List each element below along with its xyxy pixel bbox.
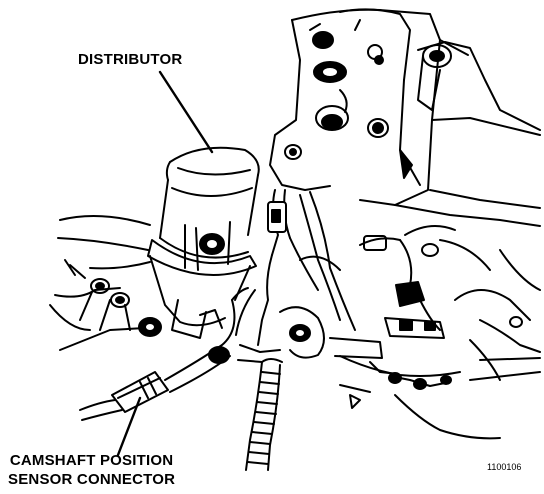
figure-number: 1100106: [487, 462, 522, 472]
camshaft-sensor-connector: [79, 287, 249, 421]
camshaft-label-line-1: CAMSHAFT POSITION: [9, 452, 174, 469]
camshaft-label-line-2: SENSOR CONNECTOR: [8, 471, 176, 488]
distributor-leader-line: [158, 70, 214, 154]
wiring-harness: [235, 189, 356, 363]
camshaft-sensor-label: CAMSHAFT POSITION SENSOR CONNECTOR: [8, 451, 175, 489]
distributor-body: [147, 146, 260, 339]
corrugated-hose: [245, 358, 283, 471]
right-components: [329, 225, 541, 440]
left-engine-area: [49, 215, 230, 364]
leader-lines: [116, 70, 214, 457]
camshaft-leader-line: [116, 396, 142, 457]
engine-bracket: [269, 8, 541, 227]
distributor-label: DISTRIBUTOR: [78, 51, 183, 68]
